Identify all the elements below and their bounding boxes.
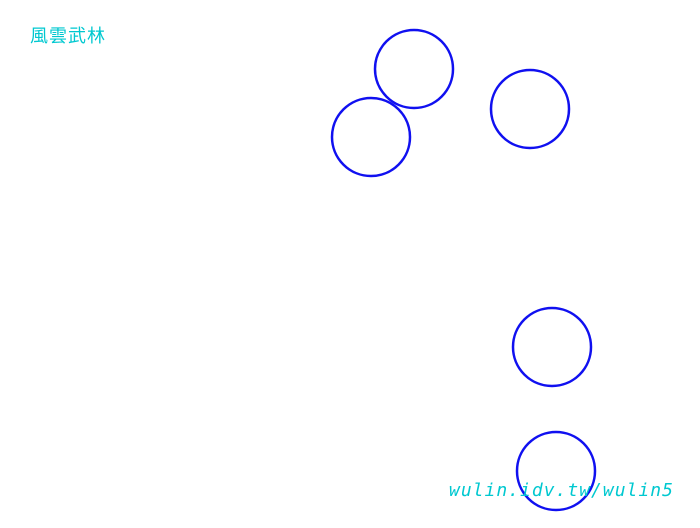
website-url: wulin.idv.tw/wulin5 [449,480,674,501]
target-circle[interactable] [373,28,455,110]
target-circle[interactable] [515,430,597,512]
target-circle[interactable] [489,68,571,150]
target-circle[interactable] [511,306,593,388]
target-circle[interactable] [330,96,412,178]
game-title: 風雲武林 [30,26,106,47]
